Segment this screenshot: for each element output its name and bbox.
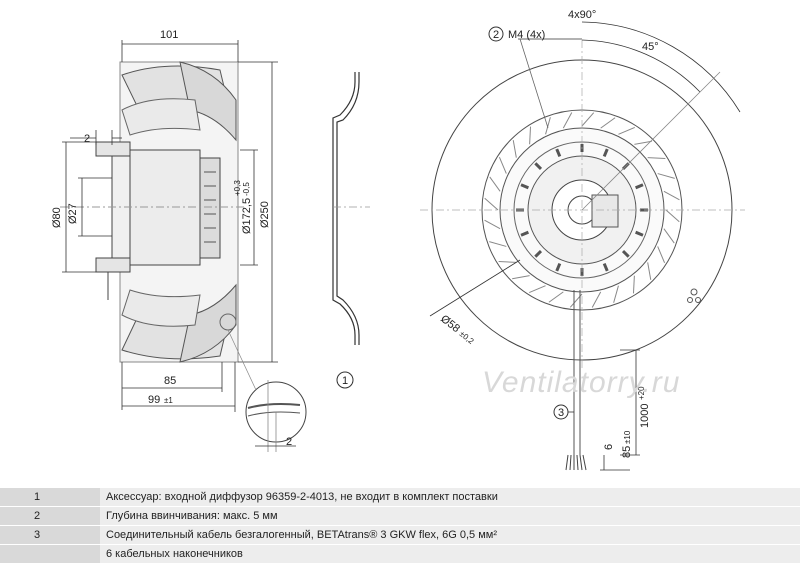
note-text: Соединительный кабель безгалогенный, BET… [100, 525, 800, 545]
dim-6: 6 [603, 444, 615, 450]
blade-tip [632, 275, 635, 294]
blade-tip [498, 260, 517, 263]
blade-tip [591, 291, 602, 308]
note-number: 1 [0, 488, 100, 507]
dim-dia-172: Ø172,5 [241, 198, 253, 234]
dim-thread: M4 (4x) [508, 29, 545, 41]
blade-tip [489, 241, 507, 247]
dim-2-offset: 2 [84, 133, 90, 145]
hub-slot [520, 230, 529, 237]
blade-tip [545, 117, 551, 135]
hub-slot [520, 183, 529, 190]
note-text: 6 кабельных наконечников [100, 544, 800, 564]
hub-slot [555, 148, 562, 157]
dim-tol-58: ±0,2 [458, 329, 476, 346]
side-view [60, 61, 245, 363]
hub-slot [621, 249, 630, 258]
dim-85-cable: 85 [621, 446, 633, 458]
hub-slot [555, 263, 562, 272]
blade-tip [498, 157, 507, 174]
dim-4x90: 4x90° [568, 9, 596, 21]
dim-tol-99: ±1 [164, 396, 173, 405]
detail-view [227, 329, 307, 452]
blade-tip [657, 173, 675, 179]
dim-1000: 1000 [639, 404, 651, 428]
note-number: 2 [0, 506, 100, 526]
dim-detail-2: 2 [286, 436, 292, 448]
dim-101: 101 [160, 29, 178, 41]
dim-tol-1000: +20 [637, 386, 646, 400]
note-number [0, 544, 100, 564]
blade-tip [613, 285, 619, 303]
dim-45: 45° [642, 41, 659, 53]
blade-tip [548, 291, 564, 303]
blade-tip [581, 112, 595, 127]
hub-slot [602, 148, 609, 157]
blade-tip [663, 190, 680, 201]
watermark: Ventilatorry.ru [482, 366, 680, 399]
front-view [420, 40, 745, 471]
blade-tip [562, 112, 573, 129]
callout-3: 3 [553, 404, 569, 420]
dim-dia-58: Ø58 [438, 313, 462, 335]
blade-tip [647, 262, 652, 280]
dim-tol-172-lower: -0,5 [242, 182, 251, 196]
front-dimensions [429, 21, 741, 471]
dim-85: 85 [164, 375, 176, 387]
blade-tip [657, 246, 666, 263]
side-dimensions [62, 40, 278, 412]
blade-tip [618, 126, 635, 135]
blade-tip [484, 197, 499, 211]
hub-slot [635, 230, 644, 237]
blade-tip [600, 117, 616, 129]
blade-tip [529, 285, 546, 294]
mounting-holes [687, 288, 701, 303]
dim-99: 99 [148, 394, 160, 406]
dim-tol-172-upper: +0,3 [233, 180, 242, 196]
callout-2: 2 [488, 26, 504, 42]
diffuser-profile [332, 72, 370, 345]
blade-tip [529, 126, 532, 145]
callout-1: 1 [336, 371, 354, 389]
dim-dia-250: Ø250 [259, 201, 271, 228]
technical-drawing: 1 2 3 101 2 Ø80 Ø27 Ø172,5 +0,3 -0,5 Ø25… [51, 9, 745, 471]
note-text: Аксессуар: входной диффузор 96359-2-4013… [100, 488, 800, 507]
hub-slot [534, 249, 543, 258]
dim-dia-27: Ø27 [67, 203, 79, 224]
dim-dia-58-group: Ø58 ±0,2 [438, 313, 476, 346]
hub-slot [635, 183, 644, 190]
svg-text:2: 2 [493, 29, 499, 41]
blade-tip [484, 219, 501, 230]
blade-tip [512, 140, 517, 158]
dim-dia-80: Ø80 [51, 207, 63, 228]
blade-tip [634, 140, 652, 145]
note-row: 6 кабельных наконечников [0, 544, 800, 564]
svg-text:3: 3 [558, 407, 564, 419]
hub-slot [534, 162, 543, 171]
note-number: 3 [0, 525, 100, 545]
blade-tip [663, 228, 675, 244]
blade-tip [489, 176, 501, 192]
svg-text:1: 1 [342, 375, 348, 387]
dim-tol-85-cable: ±10 [623, 430, 632, 444]
blade-tip [665, 209, 680, 223]
blade-tip [647, 157, 666, 160]
note-text: Глубина ввинчивания: макс. 5 мм [100, 506, 800, 526]
hub-slot [602, 263, 609, 272]
blade-tip [512, 275, 530, 280]
